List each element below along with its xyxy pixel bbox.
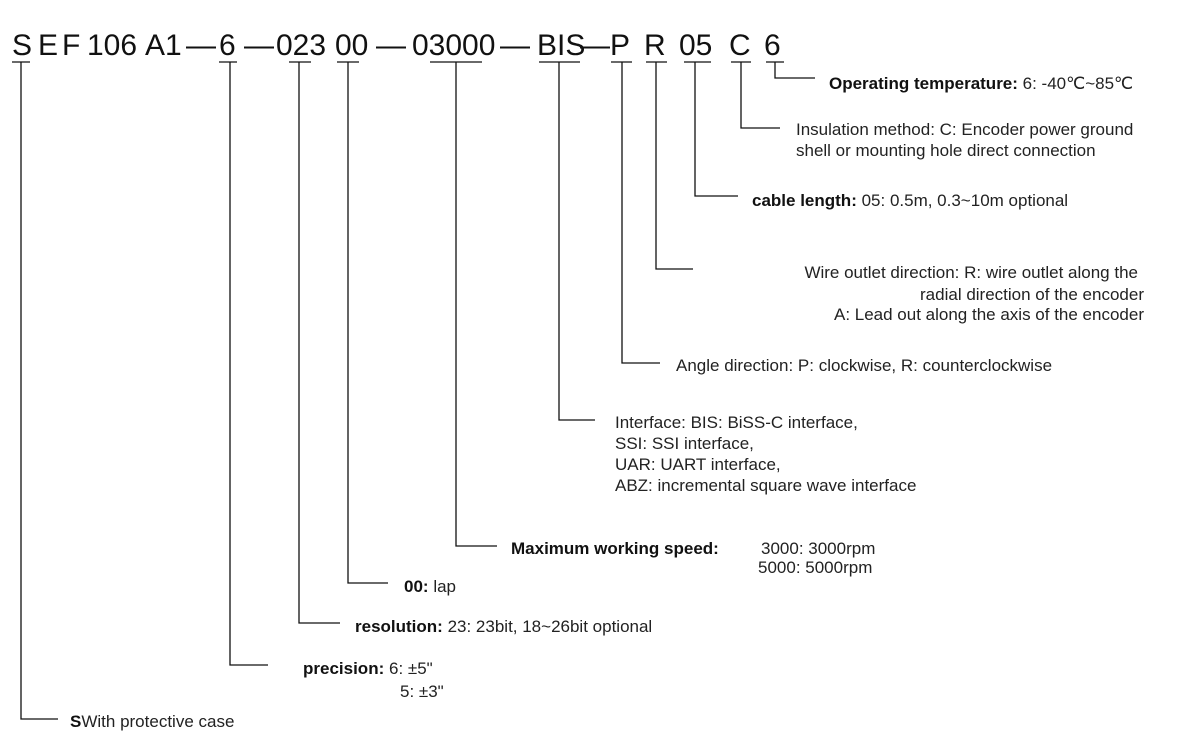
code-seg-resolution: 023 — [276, 29, 326, 62]
max-speed-value2: 5000: 5000rpm — [758, 558, 872, 577]
svg-text:00: lap: 00: lap — [404, 577, 456, 596]
part-number-code: S E F 106 A1 — 6 — 023 00 — 03000 — BIS … — [12, 29, 781, 62]
code-seg-f: F — [62, 29, 80, 62]
operating-temperature-sep: : — [1012, 74, 1018, 93]
code-seg-interface: BIS — [537, 29, 585, 62]
code-seg-lap: 00 — [335, 29, 368, 62]
leader-precision — [229, 62, 268, 666]
code-seg-106: 106 — [87, 29, 137, 62]
annotation-protective-case: SWith protective case — [70, 712, 234, 731]
annotation-precision: precision: 6: ±5" 5: ±3" — [303, 659, 444, 701]
wire-outlet-line1: Wire outlet direction: R: wire outlet al… — [804, 263, 1138, 282]
annotation-operating-temperature: Operating temperature: 6: -40℃~85℃ — [829, 74, 1133, 93]
max-speed-value1: 3000: 3000rpm — [761, 539, 875, 558]
interface-line1: Interface: BIS: BiSS-C interface, — [615, 413, 858, 432]
leader-protective-case — [20, 62, 58, 720]
annotation-insulation-method: Insulation method: C: Encoder power grou… — [796, 120, 1133, 160]
code-seg-insulation: C — [729, 29, 751, 62]
precision-value1: 6: ±5" — [384, 659, 432, 678]
precision-key: precision — [303, 659, 379, 678]
leader-insulation — [740, 62, 780, 129]
leader-cable — [694, 62, 738, 197]
code-dash-3: — — [376, 29, 406, 62]
cable-length-sep: : — [851, 191, 857, 210]
resolution-value: 23: 23bit, 18~26bit optional — [443, 617, 652, 636]
lap-value: lap — [429, 577, 456, 596]
precision-sep: : — [379, 659, 385, 678]
insulation-method-line1: Insulation method: C: Encoder power grou… — [796, 120, 1133, 139]
protective-case-key: S — [70, 712, 81, 731]
code-dash-2: — — [244, 29, 274, 62]
interface-line4: ABZ: incremental square wave interface — [615, 476, 916, 495]
leader-lap — [347, 62, 388, 584]
code-dash-1: — — [186, 29, 216, 62]
svg-text:resolution: 23: 23bit, 18~26b: resolution: 23: 23bit, 18~26bit optional — [355, 617, 652, 636]
code-dash-5: — — [580, 29, 610, 62]
svg-text:SWith protective case: SWith protective case — [70, 712, 234, 731]
svg-text:cable length: 05: 0.5m, 0.3~: cable length: 05: 0.5m, 0.3~10m optional — [752, 191, 1068, 210]
svg-text:precision: 6: ±5": precision: 6: ±5" — [303, 659, 433, 678]
code-seg-angle: P — [610, 29, 630, 62]
code-seg-s: S — [12, 29, 32, 62]
lap-sep: : — [423, 577, 429, 596]
protective-case-value: With protective case — [81, 712, 234, 731]
code-dash-4: — — [500, 29, 530, 62]
operating-temperature-key: Operating temperature — [829, 74, 1012, 93]
max-speed-sep: : — [713, 539, 719, 558]
annotation-resolution: resolution: 23: 23bit, 18~26bit optional — [355, 617, 652, 636]
leader-outlet — [655, 62, 693, 270]
angle-direction-text: Angle direction: P: clockwise, R: counte… — [676, 356, 1052, 375]
code-seg-cable: 05 — [679, 29, 712, 62]
precision-value2: 5: ±3" — [400, 682, 444, 701]
annotation-angle-direction: Angle direction: P: clockwise, R: counte… — [676, 356, 1052, 375]
code-seg-a1: A1 — [145, 29, 182, 62]
leader-angle — [621, 62, 660, 364]
cable-length-key: cable length — [752, 191, 851, 210]
wire-outlet-line2: radial direction of the encoder — [920, 285, 1144, 304]
wire-outlet-line3: A: Lead out along the axis of the encode… — [834, 305, 1144, 324]
svg-text:Maximum working speed:: Maximum working speed: — [511, 539, 719, 558]
resolution-key: resolution — [355, 617, 437, 636]
interface-line3: UAR: UART interface, — [615, 455, 781, 474]
lap-key: 00 — [404, 577, 423, 596]
insulation-method-line2: shell or mounting hole direct connection — [796, 141, 1096, 160]
annotation-interface: Interface: BIS: BiSS-C interface, SSI: S… — [615, 413, 916, 495]
cable-length-value: 05: 0.5m, 0.3~10m optional — [857, 191, 1068, 210]
annotation-lap: 00: lap — [404, 577, 456, 596]
annotation-wire-outlet: Wire outlet direction: R: wire outlet al… — [804, 263, 1144, 324]
annotation-cable-length: cable length: 05: 0.5m, 0.3~10m optional — [752, 191, 1068, 210]
leader-speed — [455, 62, 497, 547]
interface-line2: SSI: SSI interface, — [615, 434, 754, 453]
code-seg-temperature: 6 — [764, 29, 781, 62]
leader-interface — [558, 62, 595, 421]
svg-text:Operating temperature: 6: -40: Operating temperature: 6: -40℃~85℃ — [829, 74, 1133, 93]
annotation-max-speed: Maximum working speed: 3000: 3000rpm 500… — [511, 539, 875, 577]
leader-temperature — [774, 62, 815, 79]
code-seg-precision: 6 — [219, 29, 236, 62]
code-seg-speed: 03000 — [412, 29, 495, 62]
resolution-sep: : — [437, 617, 443, 636]
leader-lines — [20, 62, 815, 720]
leader-resolution — [298, 62, 340, 624]
max-speed-key: Maximum working speed — [511, 539, 713, 558]
operating-temperature-value: 6: -40℃~85℃ — [1018, 74, 1133, 93]
code-seg-e: E — [38, 29, 58, 62]
code-seg-outlet: R — [644, 29, 666, 62]
